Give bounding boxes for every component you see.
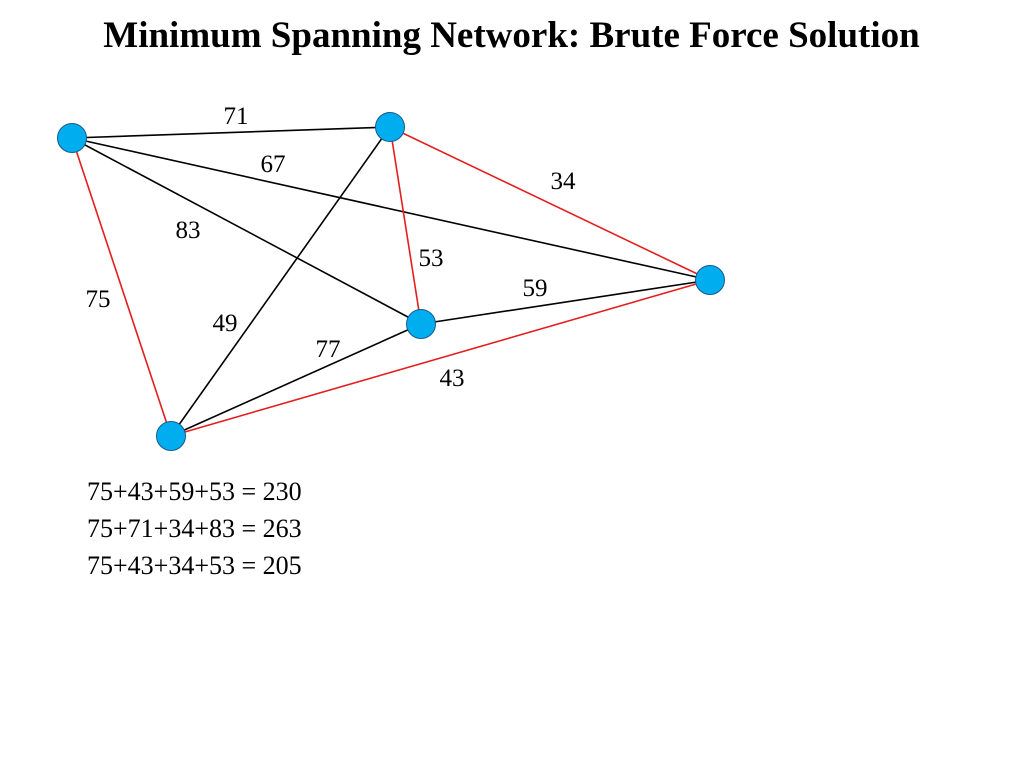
edge-a-c bbox=[71, 137, 711, 281]
sum-line-2: 75+71+34+83 = 263 bbox=[87, 514, 302, 543]
edge-d-c bbox=[170, 279, 711, 437]
edges-layer bbox=[71, 126, 711, 437]
sum-line-3: 75+43+34+53 = 205 bbox=[87, 551, 302, 580]
edge-d-e bbox=[170, 323, 422, 437]
sum-list: 75+43+59+53 = 230 75+71+34+83 = 263 75+4… bbox=[87, 473, 302, 584]
edge-weight-label: 67 bbox=[261, 151, 286, 178]
edge-b-d bbox=[170, 126, 391, 437]
network-node-e bbox=[406, 309, 436, 339]
edge-b-e bbox=[389, 126, 422, 325]
edge-weight-label: 53 bbox=[419, 245, 444, 272]
edge-weight-label: 75 bbox=[86, 286, 111, 313]
network-node-a bbox=[57, 123, 87, 153]
sum-line-1: 75+43+59+53 = 230 bbox=[87, 477, 302, 506]
edge-a-e bbox=[71, 137, 422, 325]
edge-weight-label: 71 bbox=[224, 103, 249, 130]
edge-a-b bbox=[71, 126, 391, 139]
network-node-b bbox=[375, 112, 405, 142]
edge-weight-label: 59 bbox=[523, 275, 548, 302]
nodes-layer bbox=[57, 112, 725, 451]
edge-weight-label: 83 bbox=[176, 217, 201, 244]
edge-weight-label: 34 bbox=[551, 168, 577, 195]
network-node-d bbox=[156, 421, 186, 451]
edge-a-d bbox=[71, 137, 172, 437]
edge-weight-label: 43 bbox=[440, 365, 465, 392]
edge-weight-label: 49 bbox=[213, 310, 238, 337]
slide-title: Minimum Spanning Network: Brute Force So… bbox=[103, 15, 920, 56]
network-node-c bbox=[695, 265, 725, 295]
edge-labels-layer: 71 67 34 83 53 59 75 49 77 43 bbox=[86, 103, 577, 392]
edge-b-c bbox=[389, 126, 711, 281]
edge-e-c bbox=[420, 279, 711, 325]
edge-weight-label: 77 bbox=[316, 336, 341, 363]
